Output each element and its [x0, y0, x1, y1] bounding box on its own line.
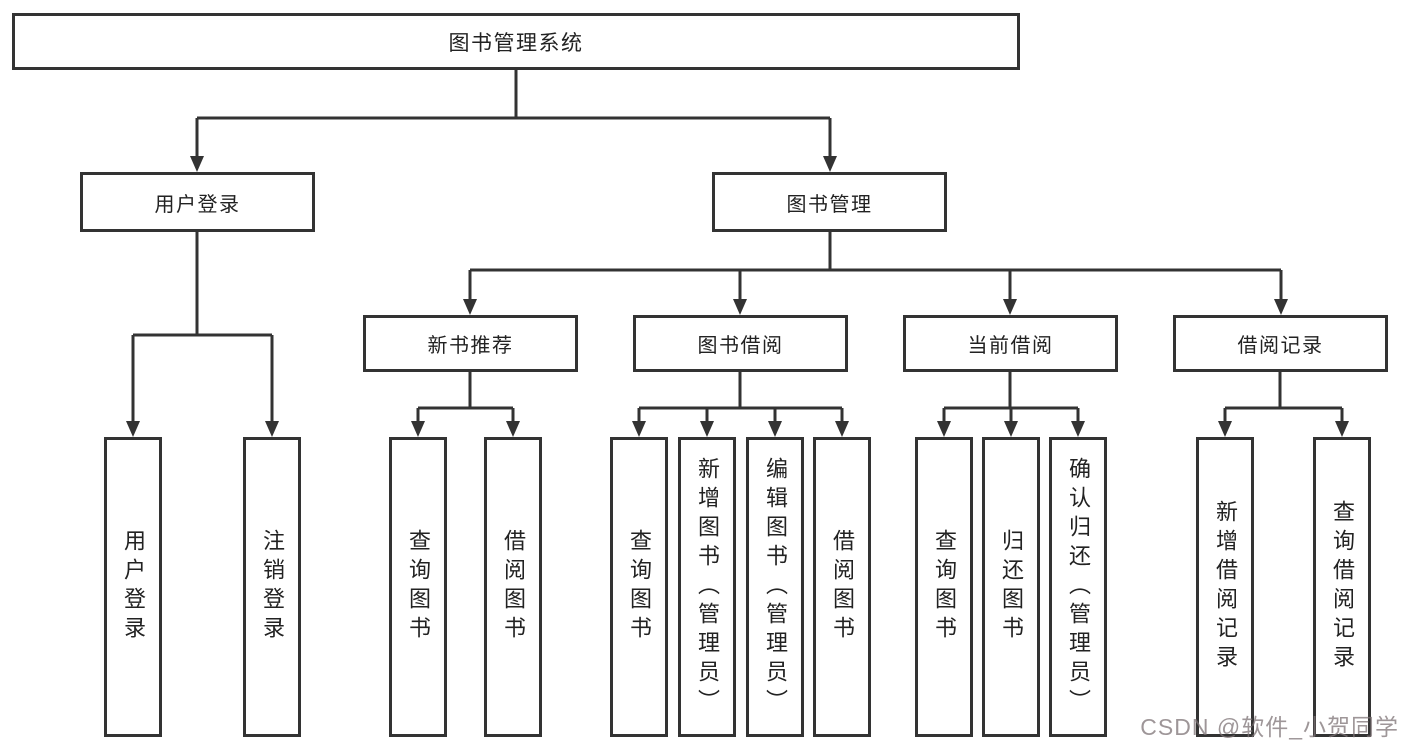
leaf-edit-books-admin: 编辑图书（管理员） [746, 437, 804, 737]
leaf-return-books-label: 归还图书 [999, 529, 1024, 645]
leaf-confirm-return-admin-label: 确认归还（管理员） [1066, 456, 1091, 718]
leaf-add-borrow-record-label: 新增借阅记录 [1213, 500, 1238, 674]
node-book-management-label: 图书管理 [786, 193, 873, 216]
arrowhead-group [126, 156, 1349, 437]
node-current-borrowing: 当前借阅 [903, 315, 1118, 372]
leaf-user-login: 用户登录 [104, 437, 162, 737]
node-new-book-recommend: 新书推荐 [363, 315, 578, 372]
node-book-management: 图书管理 [712, 172, 947, 232]
csdn-watermark: CSDN @软件_小贺同学 [1140, 714, 1399, 740]
leaf-query-borrow-record-label: 查询借阅记录 [1330, 500, 1355, 674]
leaf-logout-label: 注销登录 [260, 529, 285, 645]
leaf-borrow-books-recommend: 借阅图书 [484, 437, 542, 737]
leaf-query-borrow-record: 查询借阅记录 [1313, 437, 1371, 737]
leaf-confirm-return-admin: 确认归还（管理员） [1049, 437, 1107, 737]
leaf-query-books-borrowing-label: 查询图书 [627, 529, 652, 645]
leaf-logout: 注销登录 [243, 437, 301, 737]
leaf-add-books-admin-label: 新增图书（管理员） [695, 456, 720, 718]
node-book-borrowing-label: 图书借阅 [697, 335, 784, 357]
leaf-edit-books-admin-label: 编辑图书（管理员） [763, 456, 788, 718]
node-library-system-label: 图书管理系统 [448, 31, 584, 55]
node-user-login-label: 用户登录 [154, 193, 241, 216]
node-library-system: 图书管理系统 [12, 13, 1020, 70]
leaf-query-books-borrowing: 查询图书 [610, 437, 668, 737]
leaf-borrow-books-label: 借阅图书 [830, 529, 855, 645]
node-current-borrowing-label: 当前借阅 [967, 335, 1054, 357]
leaf-borrow-books-recommend-label: 借阅图书 [501, 529, 526, 645]
leaf-return-books: 归还图书 [982, 437, 1040, 737]
node-book-borrowing: 图书借阅 [633, 315, 848, 372]
leaf-add-borrow-record: 新增借阅记录 [1196, 437, 1254, 737]
node-borrow-records-label: 借阅记录 [1237, 335, 1324, 357]
leaf-query-books-recommend-label: 查询图书 [406, 529, 431, 645]
leaf-query-books-current: 查询图书 [915, 437, 973, 737]
leaf-query-books-recommend: 查询图书 [389, 437, 447, 737]
node-borrow-records: 借阅记录 [1173, 315, 1388, 372]
leaf-add-books-admin: 新增图书（管理员） [678, 437, 736, 737]
node-new-book-recommend-label: 新书推荐 [427, 335, 514, 357]
leaf-user-login-label: 用户登录 [121, 529, 146, 645]
leaf-borrow-books: 借阅图书 [813, 437, 871, 737]
node-user-login: 用户登录 [80, 172, 315, 232]
leaf-query-books-current-label: 查询图书 [932, 529, 957, 645]
